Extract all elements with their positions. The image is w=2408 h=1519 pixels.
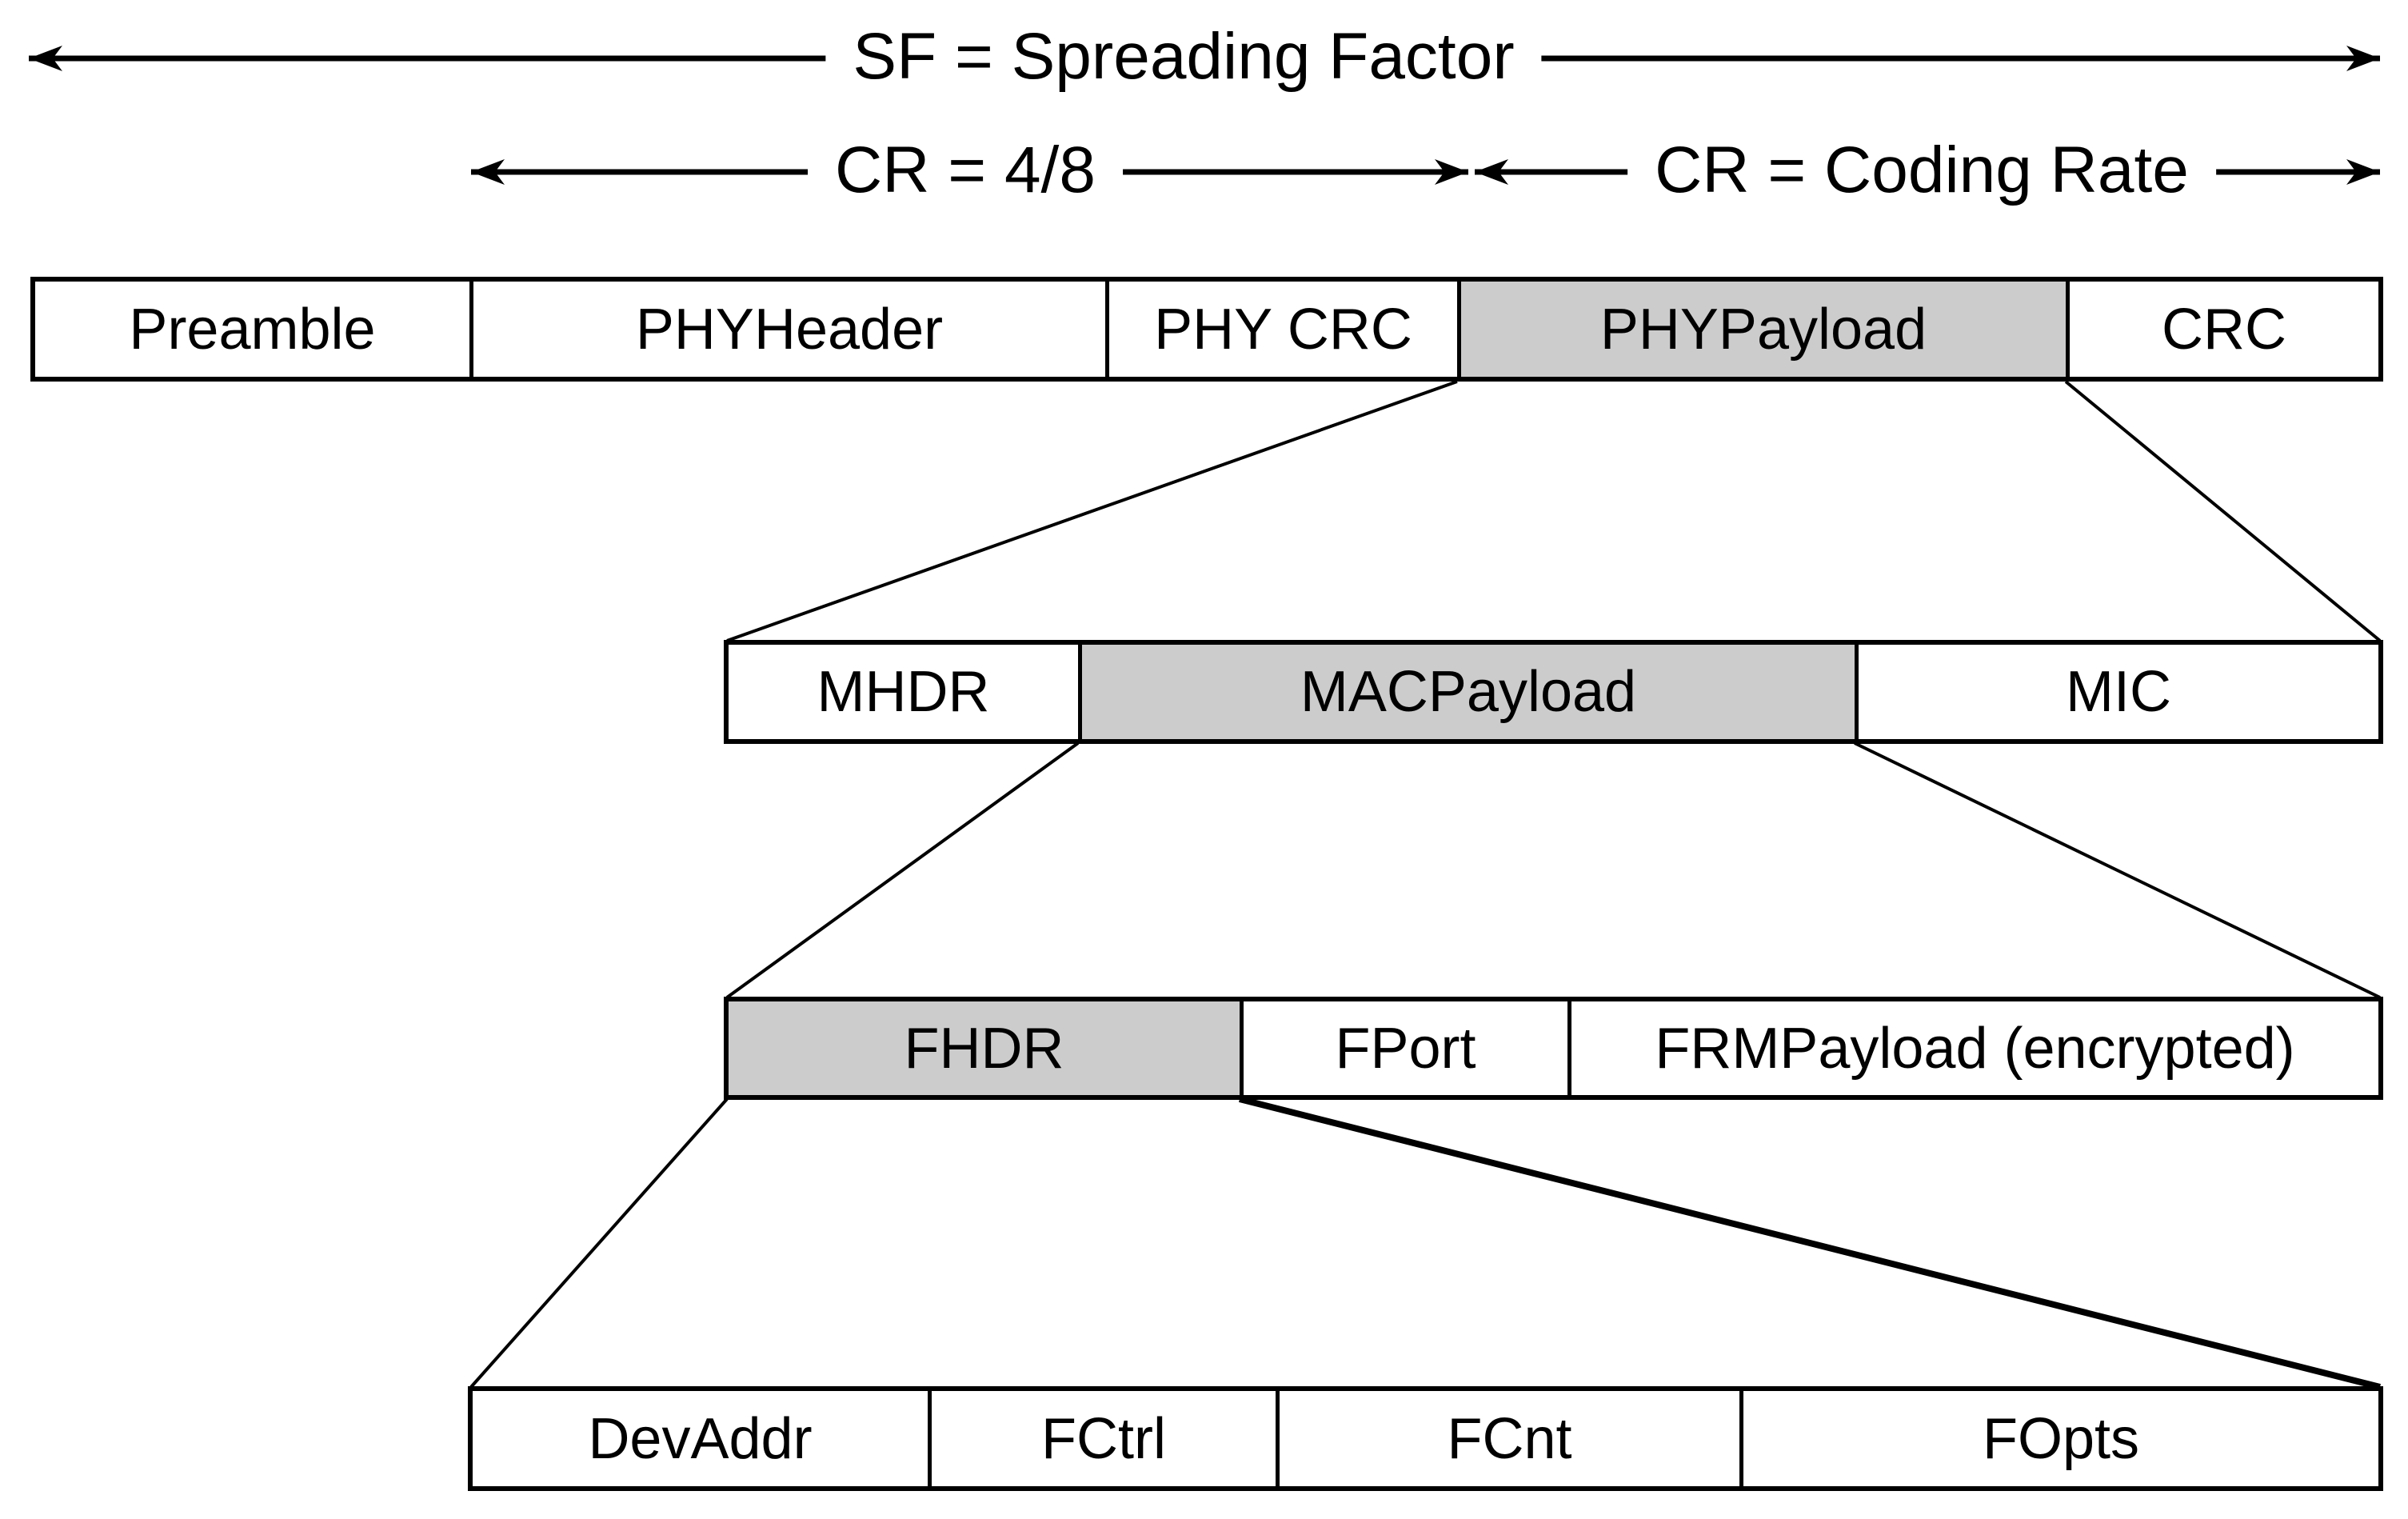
- cell-preamble: Preamble: [35, 282, 469, 377]
- cell-fctrl: FCtrl: [928, 1391, 1276, 1486]
- cell-mic: MIC: [1855, 645, 2378, 739]
- cell-phy-crc: PHY CRC: [1105, 282, 1457, 377]
- cell-devaddr: DevAddr: [473, 1391, 928, 1486]
- connector-macpayload-right: [1854, 742, 2381, 999]
- connector-phypayload-left: [726, 380, 1458, 642]
- cr-coding-rate-arrow-label: CR = Coding Rate: [1627, 132, 2216, 209]
- cr-48-arrow-label: CR = 4/8: [808, 132, 1123, 209]
- row-radio-phy-frame: Preamble PHYHeader PHY CRC PHYPayload CR…: [30, 277, 2383, 382]
- row-mac-payload: FHDR FPort FRMPayload (encrypted): [724, 997, 2383, 1100]
- connector-fhdr-left: [469, 1097, 729, 1389]
- cell-frmpayload: FRMPayload (encrypted): [1567, 1001, 2378, 1095]
- cell-fopts: FOpts: [1739, 1391, 2378, 1486]
- cell-fcnt: FCnt: [1276, 1391, 1739, 1486]
- connector-macpayload-left: [725, 742, 1080, 999]
- connector-phypayload-right: [2064, 380, 2382, 642]
- cell-fport: FPort: [1240, 1001, 1567, 1095]
- connector-fhdr-right: [1239, 1096, 2381, 1390]
- cell-phypayload: PHYPayload: [1457, 282, 2066, 377]
- cell-mhdr: MHDR: [729, 645, 1078, 739]
- cell-macpayload: MACPayload: [1078, 645, 1855, 739]
- cell-crc: CRC: [2066, 282, 2378, 377]
- sf-arrow-label: SF = Spreading Factor: [825, 18, 1542, 95]
- cell-phyheader: PHYHeader: [469, 282, 1105, 377]
- cell-fhdr: FHDR: [729, 1001, 1240, 1095]
- row-phy-payload: MHDR MACPayload MIC: [724, 640, 2383, 744]
- row-fhdr: DevAddr FCtrl FCnt FOpts: [468, 1386, 2383, 1491]
